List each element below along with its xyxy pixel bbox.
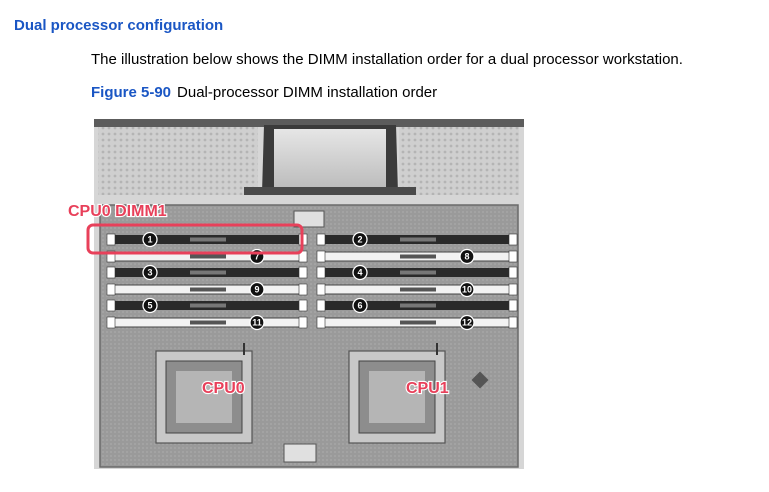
dimm-chip-mark: [400, 320, 436, 325]
chipset: [471, 371, 489, 389]
slot-number-badges: 1 7 3 9 5 11 2 8 4 10 6 12: [142, 231, 475, 331]
slot-number: 11: [252, 318, 262, 328]
chassis-top-edge: [94, 119, 524, 127]
drive-cage-window: [274, 129, 386, 187]
slot-badge-6: 6: [352, 297, 368, 314]
slot-number: 4: [357, 268, 362, 278]
power-connector-bottom: [283, 443, 317, 463]
dimm-chip-mark: [400, 270, 436, 275]
slot-number: 10: [462, 285, 472, 295]
dimm-chip-mark: [190, 237, 226, 242]
slot-badge-3: 3: [142, 264, 158, 281]
slot-badge-9: 9: [249, 281, 265, 298]
intro-text: The illustration below shows the DIMM in…: [91, 51, 683, 68]
cpu0-socket: [155, 343, 253, 444]
slot-badge-11: 11: [249, 314, 265, 331]
callout-cpu0-dimm1: CPU0 DIMM1: [68, 203, 167, 220]
board-edge: [99, 204, 519, 468]
callout-cpu0: CPU0: [202, 380, 245, 397]
slot-number: 9: [254, 285, 259, 295]
dimm-chip-mark: [400, 303, 436, 308]
slot-number: 1: [147, 235, 152, 245]
vent-mesh-left: [98, 125, 258, 195]
dimm-chip-mark: [190, 270, 226, 275]
cpu1-socket: [348, 343, 446, 444]
slot-badge-5: 5: [142, 297, 158, 314]
slot-badge-2: 2: [352, 231, 368, 248]
power-connector: [293, 210, 325, 228]
slot-number: 5: [147, 301, 152, 311]
callout-cpu1: CPU1: [406, 380, 449, 397]
slot-clips: [106, 233, 518, 329]
drive-cage-lip: [244, 187, 416, 195]
slot-badge-12: 12: [459, 314, 475, 331]
dimm-chip-mark: [400, 287, 436, 292]
dimm-chip-mark: [400, 237, 436, 242]
slot-number: 7: [254, 252, 259, 262]
slot-badge-4: 4: [352, 264, 368, 281]
figure-number: Figure 5-90: [91, 84, 172, 101]
slot-number: 8: [464, 252, 469, 262]
dimm-illustration: 1 7 3 9 5 11 2 8 4 10 6 12 CPU0 DIMM1 CPU0 CPU1: [67, 119, 524, 469]
figure-title: Dual-processor DIMM installation order: [177, 84, 438, 101]
slot-badge-8: 8: [459, 248, 475, 265]
slot-number: 6: [357, 301, 362, 311]
slot-badge-1: 1: [142, 231, 158, 248]
dimm1-highlight: [86, 223, 304, 255]
vent-mesh-right: [399, 125, 519, 195]
slot-badge-10: 10: [459, 281, 475, 298]
dimm-chip-mark: [190, 287, 226, 292]
slot-number: 3: [147, 268, 152, 278]
section-title: Dual processor configuration: [14, 17, 224, 34]
dimm-chip-mark: [400, 254, 436, 259]
figure-caption: Figure 5-90 Dual-processor DIMM installat…: [91, 84, 437, 101]
dimm-chip-mark: [190, 320, 226, 325]
slot-number: 2: [357, 235, 362, 245]
slot-number: 12: [462, 318, 472, 328]
dimm-chip-mark: [190, 303, 226, 308]
dimm-chip-mark: [190, 254, 226, 259]
